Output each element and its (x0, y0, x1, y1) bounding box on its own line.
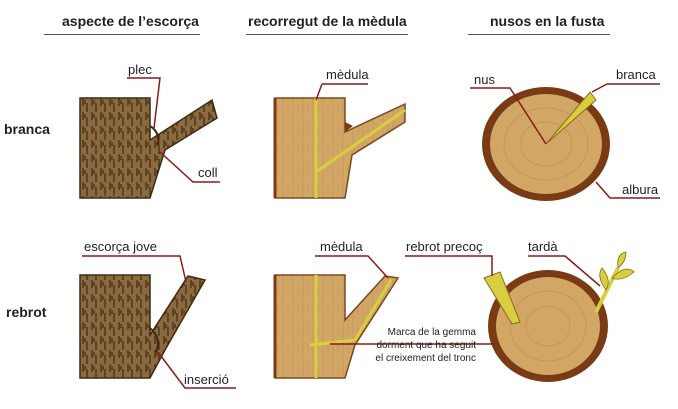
row-label-branca: branca (4, 121, 50, 137)
leader-nus (470, 87, 547, 145)
leader-lines (82, 77, 660, 389)
leader-insercio (157, 351, 236, 389)
header-bark-aspect: aspecte de l’escorça (62, 13, 199, 29)
bark-sprout-illustration (79, 274, 207, 379)
pith-branch-illustration (273, 97, 406, 199)
label-albura: albura (622, 182, 659, 197)
header-underline (44, 34, 200, 35)
label-insercio: inserció (184, 372, 229, 387)
label-tarda: tardà (528, 239, 558, 254)
label-nus: nus (474, 72, 495, 87)
leader-albura (595, 181, 660, 199)
leader-medula-top (315, 83, 368, 101)
bark-branch-illustration (79, 97, 218, 199)
knot-sprout-illustration (483, 251, 635, 382)
leader-tarda (528, 255, 601, 287)
leader-escorca-jove (82, 255, 187, 283)
label-escorca-jove: escorça jove (84, 239, 157, 254)
header-underline (468, 34, 610, 35)
leader-coll (159, 151, 220, 183)
row-label-rebrot: rebrot (6, 304, 47, 320)
pith-sprout-illustration (273, 274, 400, 379)
label-medula-bottom: mèdula (320, 239, 363, 254)
leader-medula-bottom (315, 255, 389, 279)
leader-plec (127, 77, 161, 129)
leader-rebrot-precoc (405, 255, 493, 276)
label-coll: coll (198, 165, 218, 180)
label-branca: branca (616, 67, 656, 82)
leader-branca (591, 83, 660, 93)
dormant-bud-note: Marca de la gemma dorment que ha seguit … (375, 327, 476, 364)
header-wood-knots: nusos en la fusta (490, 13, 605, 29)
label-medula-top: mèdula (326, 67, 369, 82)
header-underline (246, 34, 408, 35)
label-rebrot-precoc: rebrot precoç (406, 239, 483, 254)
label-plec: plec (128, 62, 152, 77)
header-pith-path: recorregut de la mèdula (248, 13, 407, 29)
